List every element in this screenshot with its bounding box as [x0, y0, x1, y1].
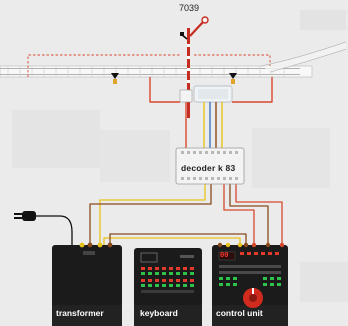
control-unit-terminals — [217, 242, 285, 248]
transformer-label: transformer — [56, 308, 104, 318]
track-contact — [113, 79, 117, 84]
keyboard-leds — [141, 267, 194, 282]
keyboard-leds-green — [141, 272, 194, 287]
control-unit-display: 00 — [220, 252, 229, 260]
track — [0, 41, 347, 78]
signal-number: 7039 — [179, 3, 200, 13]
track-contact — [231, 79, 235, 84]
uncoupler-marker-icon — [111, 73, 119, 79]
power-plug-icon — [14, 211, 36, 221]
transformer-terminals — [79, 242, 113, 248]
keyboard — [134, 248, 202, 326]
decoder-label: decoder k 83 — [181, 163, 236, 173]
signal-mechanism — [193, 85, 233, 103]
uncoupler-marker-icon — [229, 73, 237, 79]
control-unit-leds-green — [219, 277, 281, 286]
control-unit-label: control unit — [216, 308, 263, 318]
dashed-feeder-lines — [27, 54, 271, 77]
signal-icon — [180, 16, 209, 118]
control-unit — [212, 242, 288, 326]
control-knob-icon — [243, 288, 263, 308]
wires — [36, 77, 283, 262]
signal-base — [179, 89, 193, 103]
decoder-k83 — [175, 147, 245, 185]
transformer — [52, 242, 122, 326]
control-unit-buttons — [240, 252, 279, 255]
background-blocks — [12, 10, 348, 302]
keyboard-label: keyboard — [140, 308, 178, 318]
